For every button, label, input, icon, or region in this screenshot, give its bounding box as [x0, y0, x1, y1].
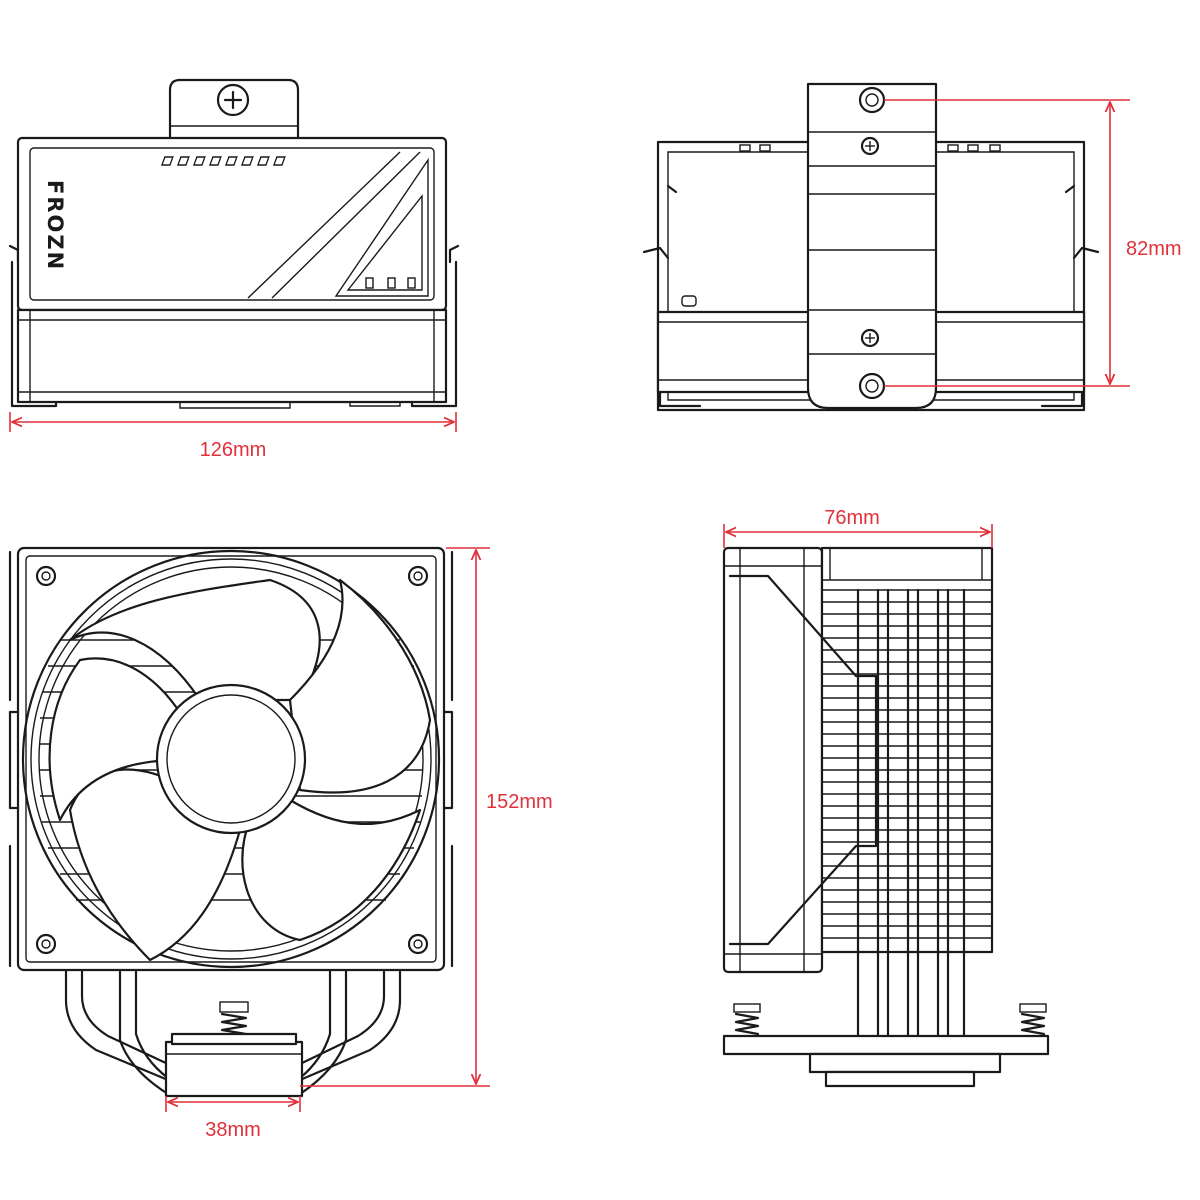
heatpipes [64, 968, 402, 1096]
indicator-slots [365, 277, 416, 289]
screw-icon [35, 933, 57, 955]
heatpipes [856, 588, 966, 1082]
side-top-view [642, 82, 1100, 412]
fan-depth-dimension: 76mm [723, 507, 993, 548]
heatpipes [704, 172, 1038, 308]
width-dimension: 126mm [9, 412, 457, 461]
vent-slots [160, 156, 286, 166]
logo: FROZN [43, 180, 67, 271]
screw-icon [216, 83, 250, 117]
height-label: 152mm [486, 791, 553, 813]
fan-hub [155, 683, 307, 835]
depth-dimension: 82mm [884, 99, 1182, 387]
spring-icon [1019, 1003, 1047, 1036]
screw-icon [860, 136, 880, 156]
front-view [8, 546, 454, 1098]
depth-label: 82mm [1126, 238, 1182, 260]
top-view: FROZN [8, 78, 460, 409]
fan-depth-label: 76mm [824, 507, 880, 529]
height-dimension: 152mm [300, 547, 553, 1087]
side-view [722, 546, 1050, 1088]
screw-icon [407, 565, 429, 587]
width-label: 126mm [200, 439, 267, 461]
base-label: 38mm [205, 1119, 261, 1141]
spring-icon [219, 1001, 249, 1036]
logo-text: FROZN [43, 180, 67, 271]
base-dimension: 38mm [165, 1096, 301, 1141]
fin-notches [739, 144, 1001, 152]
spring-icon [733, 1003, 761, 1036]
screw-icon [860, 328, 880, 348]
screw-icon [407, 933, 429, 955]
screw-icon [35, 565, 57, 587]
